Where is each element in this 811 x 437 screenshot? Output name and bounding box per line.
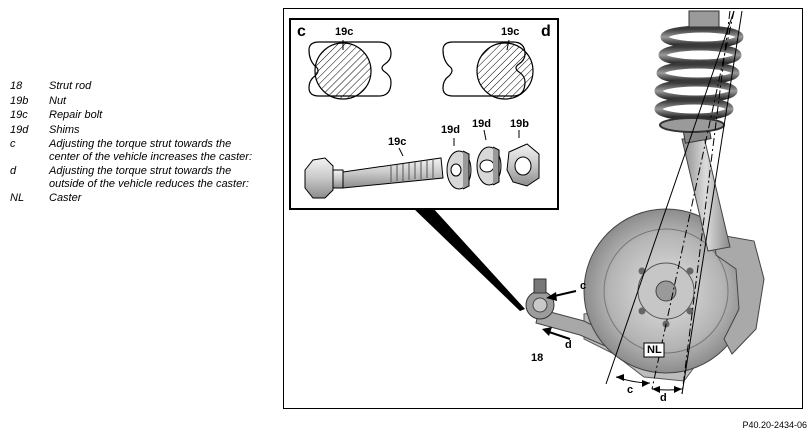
- arrow-d-head: [542, 327, 552, 336]
- legend-key: 19d: [10, 123, 29, 136]
- detail-inset: c d 19c 19c 19c 19d 19d 19b: [289, 18, 559, 210]
- wheel-stud: [686, 267, 694, 275]
- label-caster-nl: NL: [647, 344, 662, 356]
- label-19c-slot-left: 19c: [335, 26, 354, 38]
- arrow-head: [652, 386, 660, 393]
- legend-key: c: [10, 138, 16, 150]
- shim-2: [476, 146, 502, 186]
- bolt-cross-section-left: [314, 42, 372, 100]
- label-19c-bolt: 19c: [388, 136, 407, 148]
- label-arrow-c: c: [580, 280, 587, 292]
- legend-text: Strut rod: [49, 80, 92, 92]
- label-19d-shim-2: 19d: [472, 118, 491, 130]
- hub-center: [655, 280, 677, 302]
- caster-line: [681, 10, 731, 395]
- label-angle-d: d: [660, 392, 667, 404]
- label-19b-nut: 19b: [510, 118, 529, 130]
- suspension-drawing: [412, 10, 765, 395]
- arrow-head: [674, 386, 682, 393]
- legend-item: c Adjusting the torque strut towards the…: [10, 138, 270, 163]
- strut-top-mount: [688, 10, 720, 28]
- leader-line: [398, 147, 404, 157]
- flange-nut: [506, 143, 540, 187]
- callout-pointer: [412, 207, 525, 311]
- legend-item: d Adjusting the torque strut towards the…: [10, 165, 270, 190]
- bolt-cross-section-right: [476, 42, 534, 100]
- legend-text: Adjusting the torque strut towards the c…: [49, 138, 252, 163]
- figure-code: P40.20-2434-06: [742, 420, 807, 430]
- caster-line: [605, 10, 735, 385]
- legend-item: 19d Shims: [10, 124, 270, 137]
- label-19d-shim-1: 19d: [441, 124, 460, 136]
- legend-key: 19b: [10, 94, 29, 107]
- arrow-c-head: [546, 292, 557, 301]
- label-18-strut-rod: 18: [531, 352, 544, 364]
- legend-text: Caster: [49, 192, 82, 204]
- disc-ring: [603, 228, 729, 354]
- arrow-head: [616, 374, 624, 381]
- label-arrow-d: d: [565, 339, 572, 351]
- legend-key: 18: [10, 80, 23, 92]
- legend-text: Nut: [49, 94, 67, 107]
- ball-joint-center: [532, 297, 548, 313]
- legend-key: 19c: [10, 109, 28, 121]
- steering-knuckle: [713, 233, 765, 355]
- label-angle-c: c: [627, 384, 634, 396]
- inset-label-d: d: [541, 23, 551, 40]
- shim-1: [446, 150, 472, 190]
- label-19c-slot-right: 19c: [501, 26, 520, 38]
- repair-bolt: [304, 157, 444, 199]
- legend-key: d: [10, 165, 17, 177]
- legend-key: NL: [10, 192, 25, 204]
- wheel-stud: [638, 307, 646, 315]
- caster-line: [651, 10, 735, 390]
- leader-line: [483, 129, 487, 141]
- inset-drawing: [304, 39, 540, 199]
- arrow-head: [642, 380, 650, 387]
- inset-label-c: c: [297, 23, 306, 40]
- legend-item: 19c Repair bolt: [10, 109, 270, 122]
- legend-text: Repair bolt: [49, 109, 103, 121]
- legend-item: 18 Strut rod: [10, 80, 270, 93]
- legend-text: Shims: [49, 123, 80, 136]
- ball-joint-stud: [533, 278, 547, 294]
- legend-item: 19b Nut: [10, 95, 270, 108]
- coil-spring: [654, 25, 744, 133]
- suspension-figure: c d 19c 19c 19c 19d 19d 19b 18 c d NL c …: [283, 8, 803, 409]
- legend-text: Adjusting the torque strut towards the o…: [49, 165, 249, 190]
- legend-item: NL Caster: [10, 192, 270, 205]
- caster-line: [681, 10, 743, 395]
- leader-line: [506, 39, 510, 51]
- caster-label-box: [643, 342, 665, 358]
- legend-list: 18 Strut rod 19b Nut 19c Repair bolt 19d…: [10, 80, 270, 207]
